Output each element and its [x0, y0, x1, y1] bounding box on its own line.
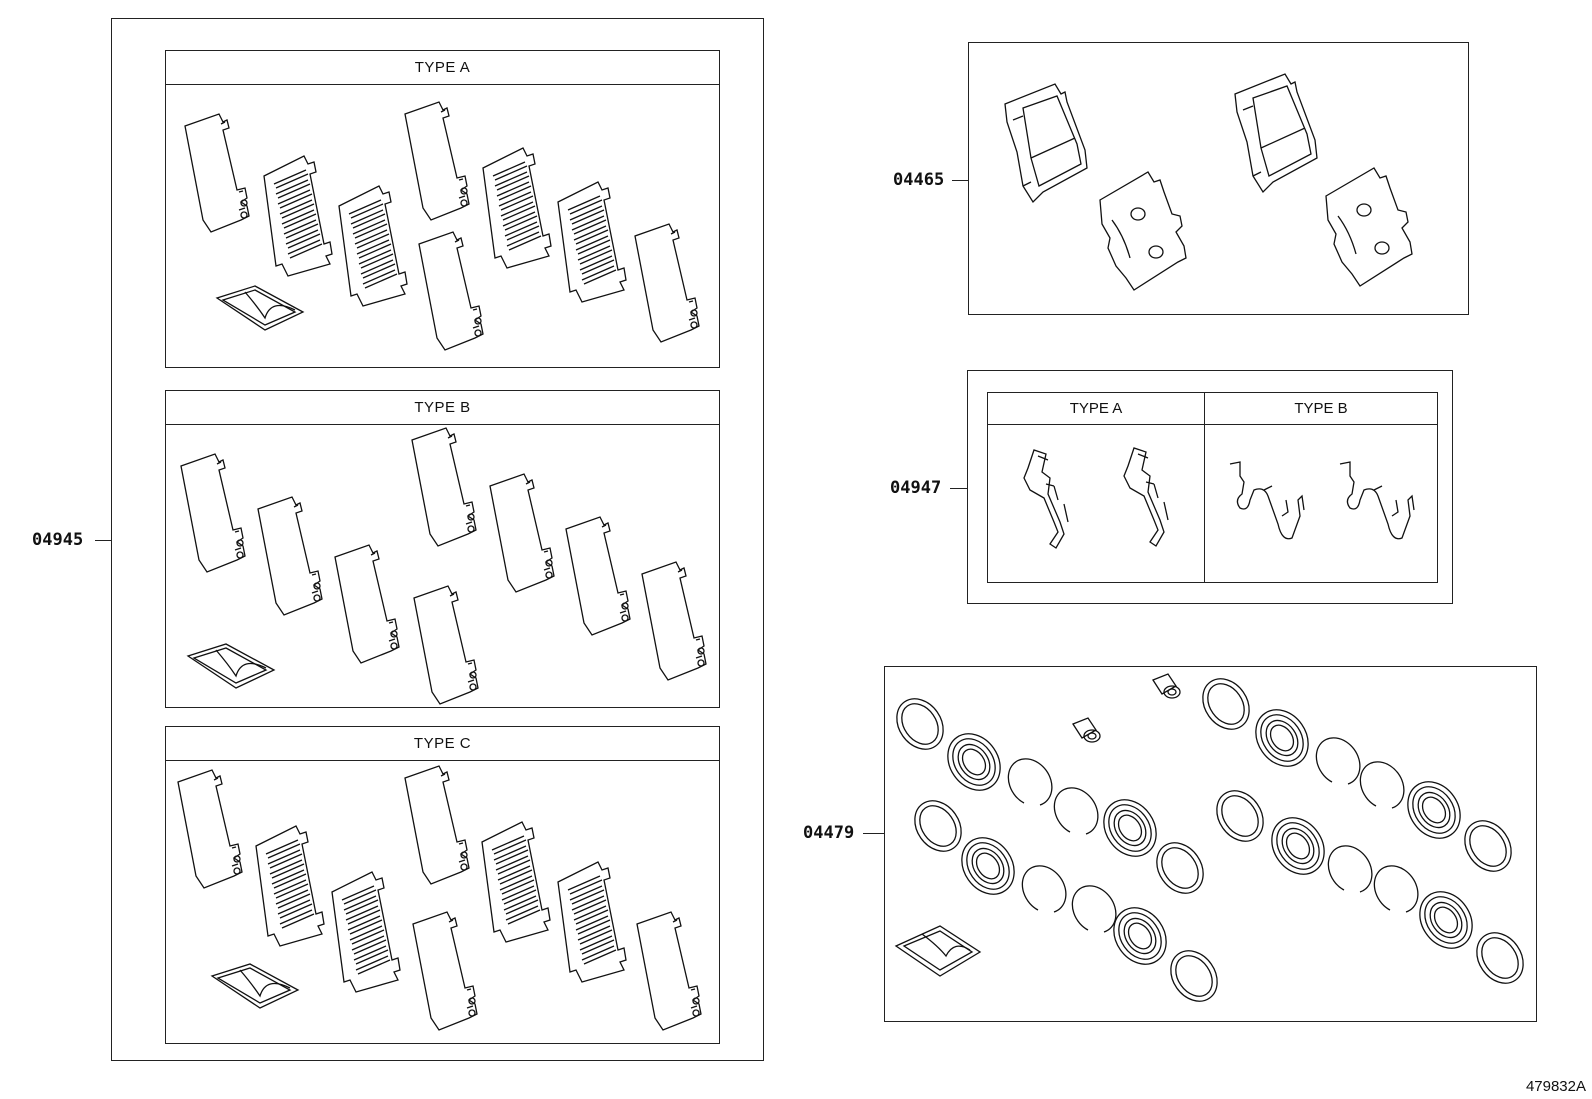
- shim-kit-type-c-panel: TYPE C: [165, 726, 720, 1044]
- piston-seal-ring: [1147, 834, 1212, 902]
- piston-seal-ring: [1207, 782, 1272, 850]
- bleeder-cap: [1153, 674, 1180, 698]
- shim-plate: [418, 231, 484, 351]
- shim-slotted: [557, 181, 627, 303]
- shim-slotted: [338, 185, 408, 307]
- shim-plate: [404, 765, 470, 885]
- shim-slotted: [331, 871, 401, 993]
- anti-rattle-spring-type-a: [1123, 447, 1169, 547]
- leader-line-04945: [95, 540, 111, 541]
- grease-packet-icon: [896, 926, 980, 976]
- callout-04947: 04947: [890, 478, 942, 498]
- dust-boot-ring: [1261, 808, 1335, 885]
- shim-plate: [180, 453, 246, 573]
- spring-kit-type-a-header: TYPE A: [988, 393, 1205, 425]
- shim-slotted: [263, 155, 333, 277]
- brake-pad-back: [1099, 171, 1187, 291]
- retaining-clip: [1316, 738, 1360, 784]
- grease-packet-icon: [216, 285, 304, 331]
- retaining-clip: [1072, 886, 1116, 932]
- leader-line-04479: [863, 833, 884, 834]
- piston-seal-ring: [1467, 924, 1532, 992]
- shim-plate: [404, 101, 470, 221]
- shim-plate: [412, 911, 478, 1031]
- spring-kit-inner-frame: TYPE A TYPE B: [987, 392, 1438, 583]
- shim-plate: [636, 911, 702, 1031]
- shim-kit-type-b-header: TYPE B: [166, 391, 719, 425]
- dust-boot-ring: [1409, 882, 1483, 959]
- shim-plate: [257, 496, 323, 616]
- retaining-clip: [1360, 762, 1404, 808]
- dust-boot-ring: [1397, 772, 1471, 849]
- shim-plate: [641, 561, 707, 681]
- leader-line-04465: [952, 180, 968, 181]
- shim-plate: [177, 769, 243, 889]
- brake-pad-front: [1004, 83, 1088, 203]
- piston-seal-ring: [1193, 670, 1258, 738]
- shim-slotted: [557, 861, 627, 983]
- retaining-clip: [1022, 866, 1066, 912]
- brake-pad-front: [1234, 73, 1318, 193]
- piston-seal-ring: [905, 792, 970, 860]
- shim-kit-type-a-header: TYPE A: [166, 51, 719, 85]
- piston-seal-ring: [1161, 942, 1226, 1010]
- anti-rattle-spring-type-a: [1023, 449, 1069, 549]
- shim-kit-type-c-header: TYPE C: [166, 727, 719, 761]
- grease-packet-icon: [187, 643, 275, 689]
- spring-kit-type-b-header: TYPE B: [1205, 393, 1437, 425]
- leader-line-04947: [950, 488, 967, 489]
- spring-kit-divider: [1204, 393, 1205, 582]
- dust-boot-ring: [951, 828, 1025, 905]
- shim-slotted: [255, 825, 325, 947]
- piston-seal-ring: [1455, 812, 1520, 880]
- shim-plate: [489, 473, 555, 593]
- shim-plate: [334, 544, 400, 664]
- retaining-clip: [1008, 759, 1052, 805]
- shim-plate: [634, 223, 700, 343]
- shim-plate: [565, 516, 631, 636]
- dust-boot-ring: [1103, 898, 1177, 975]
- grease-packet-icon: [211, 963, 299, 1009]
- shim-kit-type-b-panel: TYPE B: [165, 390, 720, 708]
- piston-seal-ring: [887, 690, 952, 758]
- dust-boot-ring: [937, 724, 1011, 801]
- brake-pad-back: [1325, 167, 1413, 287]
- callout-04465: 04465: [893, 170, 945, 190]
- shim-slotted: [481, 821, 551, 943]
- retaining-clip: [1328, 846, 1372, 892]
- shim-kit-type-a-panel: TYPE A: [165, 50, 720, 368]
- anti-rattle-spring-type-b: [1339, 461, 1415, 540]
- shim-plate: [184, 113, 250, 233]
- bleeder-cap: [1073, 718, 1100, 742]
- anti-rattle-spring-type-b: [1229, 461, 1305, 540]
- shim-plate: [413, 585, 479, 705]
- cylinder-kit-parts: [884, 666, 1537, 1022]
- shim-plate: [411, 427, 477, 547]
- callout-04945: 04945: [32, 530, 84, 550]
- dust-boot-ring: [1093, 790, 1167, 867]
- retaining-clip: [1054, 788, 1098, 834]
- callout-04479: 04479: [803, 823, 855, 843]
- shim-slotted: [482, 147, 552, 269]
- illustration-id: 479832A: [1525, 1078, 1586, 1095]
- retaining-clip: [1374, 866, 1418, 912]
- dust-boot-ring: [1245, 700, 1319, 777]
